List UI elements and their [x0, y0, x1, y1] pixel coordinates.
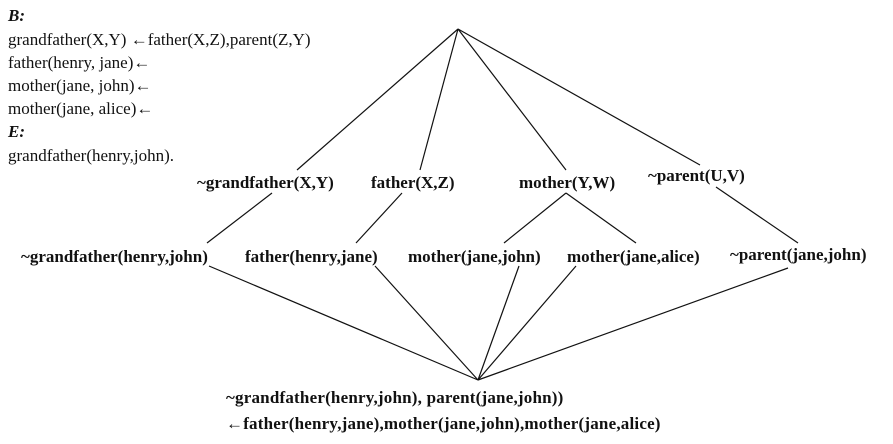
edge-mother-ground1 [503, 192, 567, 244]
examples-label: E: [8, 122, 25, 141]
node-neg-parent-ground: ~parent(jane,john) [730, 245, 867, 264]
edge-parent-ground [715, 186, 799, 244]
edge-top-grandfather [296, 28, 459, 171]
edge-mother-ground2 [565, 192, 637, 244]
edge-top-mother [457, 28, 567, 171]
edge-ground1-bottom [208, 265, 479, 381]
edge-ground2-bottom [374, 265, 479, 381]
bottom-clause-line-2: ←father(henry,jane),mother(jane,john),mo… [226, 414, 661, 433]
edge-father-ground [355, 192, 403, 244]
node-neg-grandfather-ground: ~grandfather(henry,john) [21, 247, 208, 266]
node-father-ground: father(henry,jane) [245, 247, 378, 266]
clause-mother-fact-2: mother(jane, alice)← [8, 99, 154, 118]
node-neg-grandfather-xy: ~grandfather(X,Y) [197, 173, 334, 192]
example-grandfather: grandfather(henry,john). [8, 146, 174, 165]
clause-father-fact: father(henry, jane)← [8, 53, 151, 72]
node-mother-jane-john: mother(jane,john) [408, 247, 541, 266]
edge-grandfather-ground [206, 192, 273, 244]
edge-ground3-bottom [477, 265, 520, 381]
edge-top-parent [457, 28, 701, 166]
edge-ground4-bottom [477, 265, 577, 381]
bottom-clause-line-1: ~grandfather(henry,john), parent(jane,jo… [226, 388, 564, 407]
background-label: B: [8, 6, 25, 25]
node-mother-jane-alice: mother(jane,alice) [567, 247, 700, 266]
edge-ground5-bottom [477, 267, 789, 381]
node-mother-yw: mother(Y,W) [519, 173, 616, 192]
clause-mother-fact-1: mother(jane, john)← [8, 76, 152, 95]
clause-grandfather-rule: grandfather(X,Y) ←father(X,Z),parent(Z,Y… [8, 30, 311, 49]
edge-top-father [419, 28, 459, 171]
node-neg-parent-uv: ~parent(U,V) [648, 166, 745, 185]
node-father-xz: father(X,Z) [371, 173, 455, 192]
